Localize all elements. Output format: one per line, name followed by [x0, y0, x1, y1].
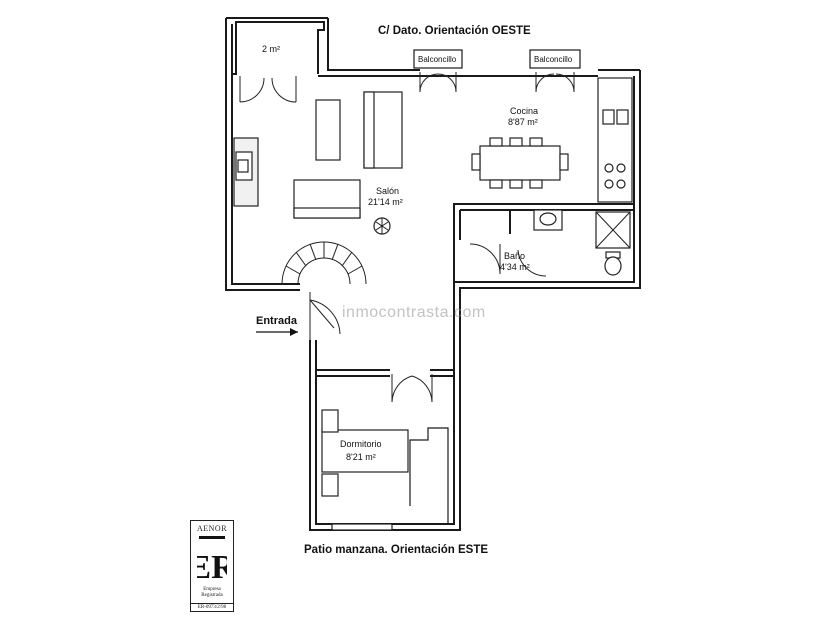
living-name: Salón [376, 186, 399, 196]
living-area: 21'14 m² [368, 197, 403, 207]
bedroom [316, 369, 454, 531]
bathroom [453, 203, 634, 282]
kitchen-furniture [471, 77, 633, 203]
balcony-left [413, 49, 463, 69]
aenor-line1: Empresa [203, 587, 221, 592]
bedroom-area: 8'21 m² [346, 452, 376, 462]
kitchen-name: Cocina [510, 106, 538, 116]
balcony-right-label: Balconcillo [534, 55, 573, 64]
aenor-brand: AENOR [196, 524, 228, 533]
aenor-code: ER-0973/2/98 [191, 603, 233, 610]
living-furniture [233, 91, 403, 235]
aenor-certification-badge: AENOR ER Empresa Registrada ER-0973/2/98 [190, 520, 234, 612]
storage-door [239, 76, 297, 103]
balcony-door-left [419, 72, 457, 93]
bath-area: 4'34 m² [500, 262, 530, 272]
balcony-right [529, 49, 581, 69]
outer-walls [225, 17, 641, 531]
storage-area: 2 m² [262, 44, 280, 54]
bottom-street-label: Patio manzana. Orientación ESTE [304, 544, 488, 556]
entrance-label: Entrada [256, 315, 298, 327]
watermark: inmocontrasta.com [342, 304, 486, 321]
balcony-door-right [535, 72, 575, 93]
bedroom-name: Dormitorio [340, 439, 382, 449]
entrance-door [309, 292, 341, 340]
er-logo-icon: ER [197, 536, 227, 584]
top-street-label: C/ Dato. Orientación OESTE [378, 25, 531, 37]
er-mark: ER [197, 549, 227, 584]
entrance-arrow [256, 328, 298, 336]
aenor-line2: Registrada [201, 593, 223, 598]
kitchen-area: 8'87 m² [508, 117, 538, 127]
bath-name: Baño [504, 251, 525, 261]
balcony-left-label: Balconcillo [418, 55, 457, 64]
spiral-stair [281, 241, 367, 285]
